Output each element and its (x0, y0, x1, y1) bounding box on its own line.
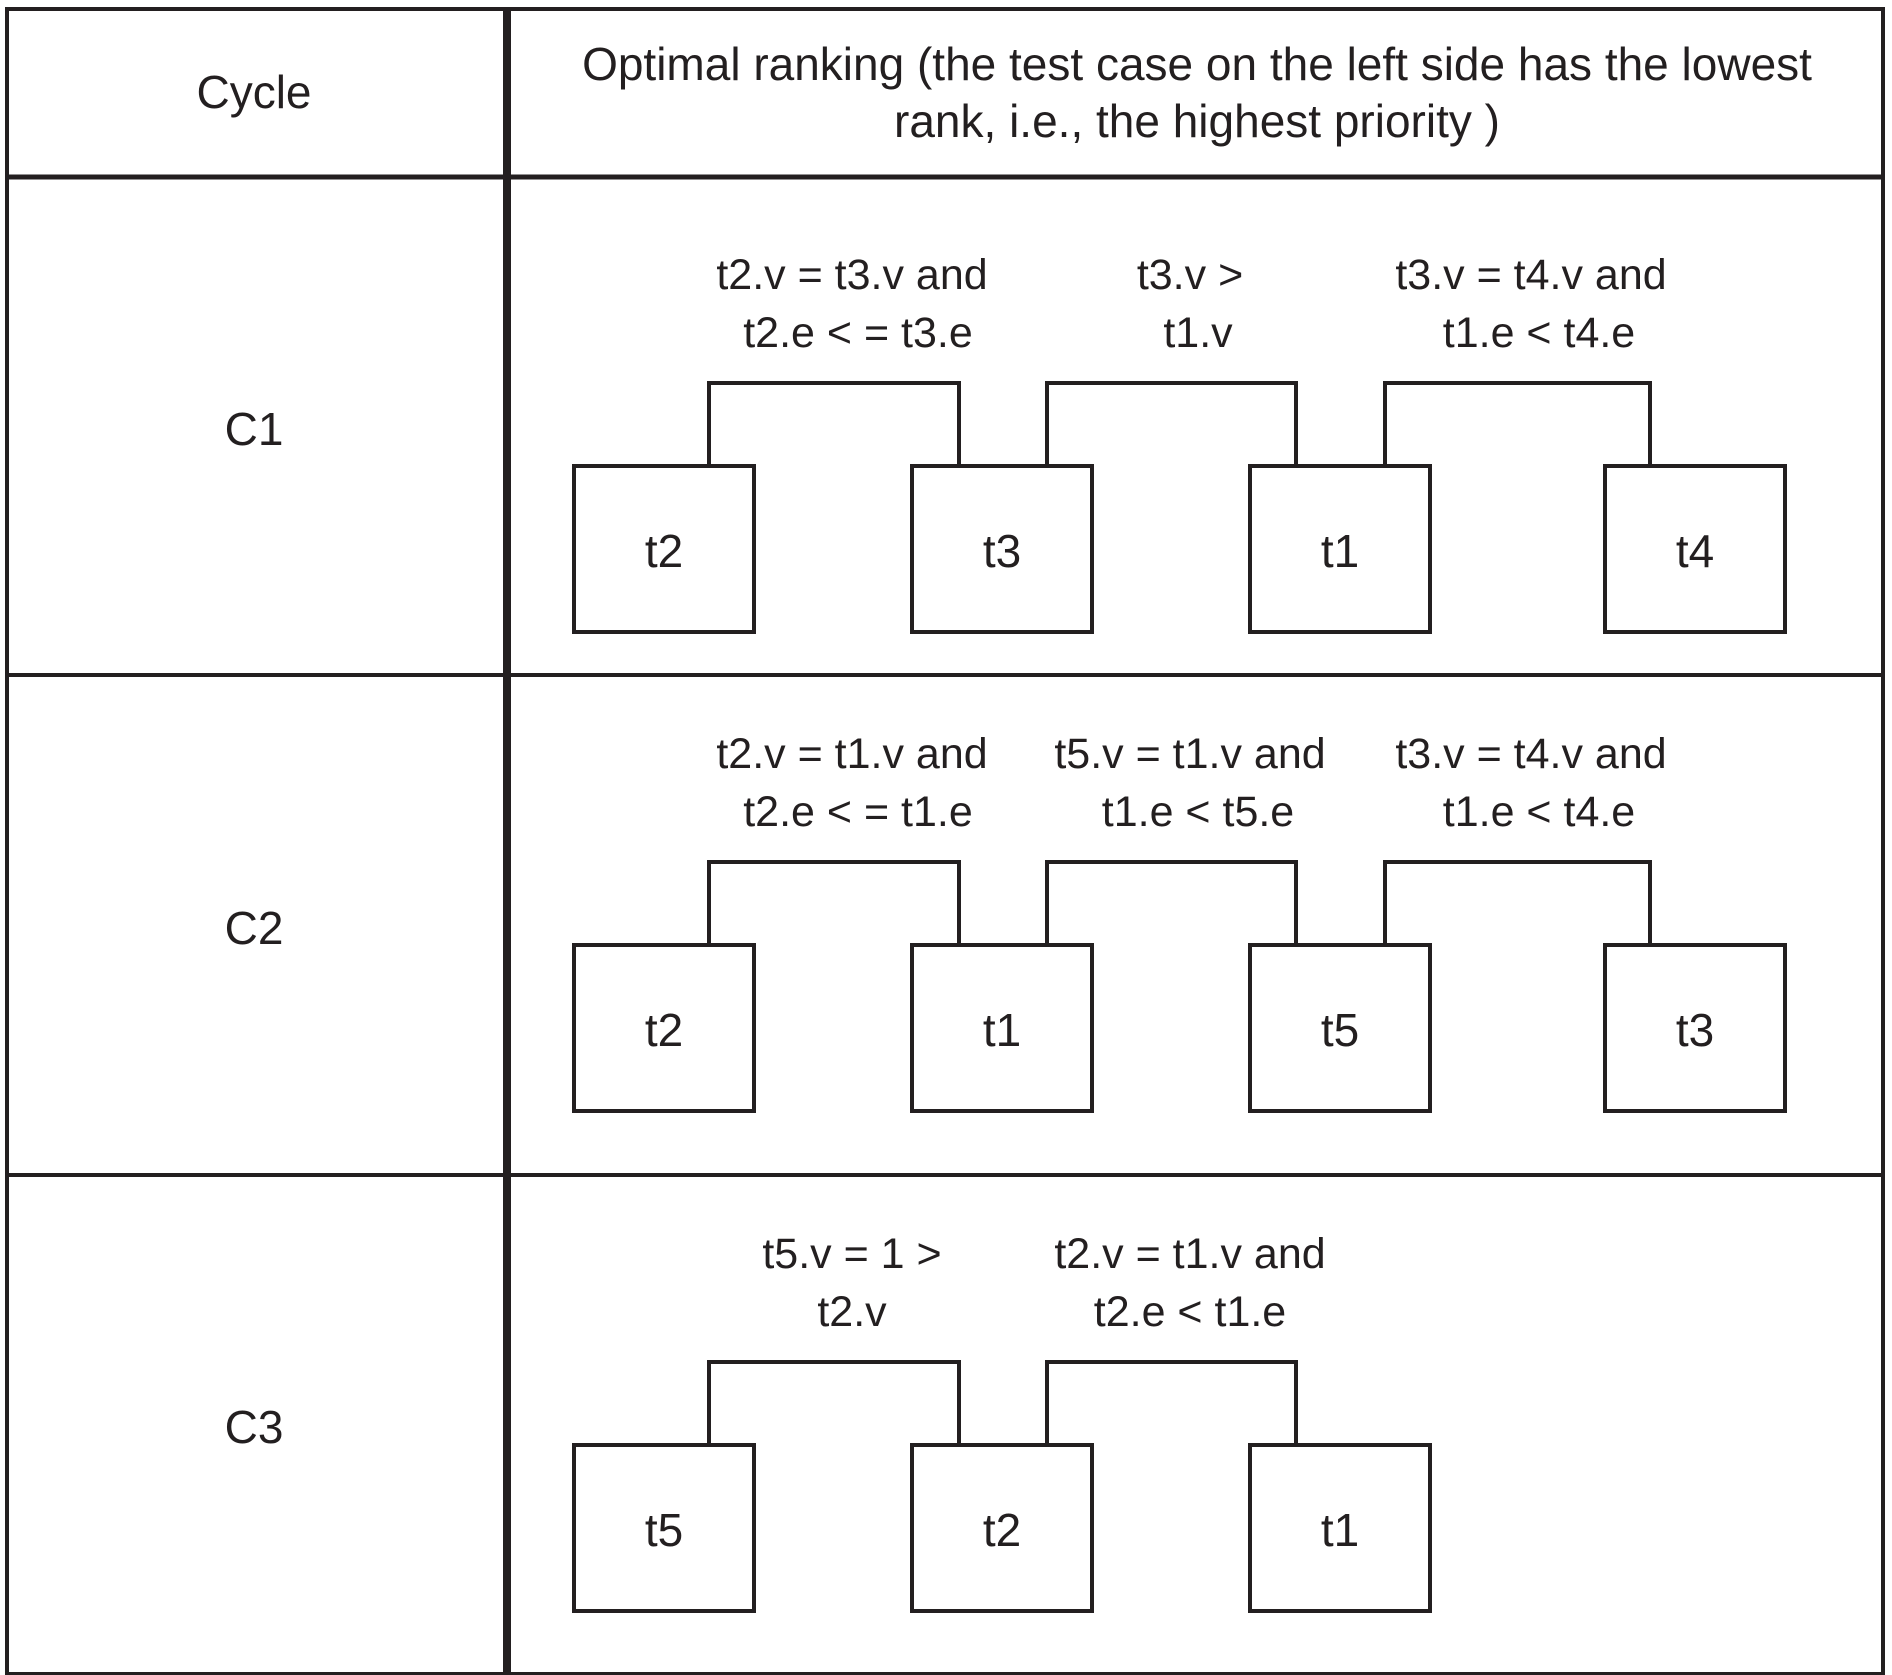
test-case-label: t5 (1321, 1004, 1359, 1056)
relation-label: t5.v = 1 > (762, 1230, 941, 1278)
relation-bracket (1045, 860, 1298, 945)
test-case-box: t5 (1248, 943, 1432, 1113)
test-case-box: t1 (1248, 464, 1432, 634)
test-case-label: t4 (1676, 525, 1714, 577)
cycle-row-c3: C3 t5 t2 t1 t5.v = 1 > t2.v t2.v = t1.v … (225, 1230, 1432, 1613)
test-case-label: t1 (1321, 525, 1359, 577)
relation-label: t1.e < t5.e (1102, 788, 1294, 836)
cycle-row-c1: C1 t2 t3 t1 t4 t2.v = t3.v and t2.e < = … (225, 251, 1787, 634)
test-case-label: t2 (983, 1504, 1021, 1556)
cycle-row-c2: C2 t2 t1 t5 t3 t2.v = t1.v and t2.e < = … (225, 730, 1787, 1113)
test-case-label: t2 (645, 1004, 683, 1056)
relation-label: t2.v = t1.v and (1054, 1230, 1325, 1278)
relation-label: t2.e < = t3.e (743, 309, 973, 357)
ranking-column-header-line1: Optimal ranking (the test case on the le… (582, 38, 1812, 90)
relation-label: t2.v (817, 1288, 887, 1336)
test-case-label: t3 (983, 525, 1021, 577)
test-case-label: t1 (983, 1004, 1021, 1056)
relation-label: t2.e < = t1.e (743, 788, 973, 836)
relation-label: t3.v = t4.v and (1395, 251, 1666, 299)
test-case-box: t1 (1248, 1443, 1432, 1613)
test-case-box: t3 (910, 464, 1094, 634)
relation-label: t2.v = t3.v and (716, 251, 987, 299)
cycle-label: C2 (225, 902, 284, 954)
test-case-label: t5 (645, 1504, 683, 1556)
cycle-label: C1 (225, 403, 284, 455)
relation-label: t3.v = t4.v and (1395, 730, 1666, 778)
relation-label: t2.e < t1.e (1094, 1288, 1286, 1336)
relation-label: t1.e < t4.e (1443, 309, 1635, 357)
relation-bracket (1383, 381, 1652, 466)
cycle-column-header: Cycle (196, 66, 311, 118)
cycle-label: C3 (225, 1401, 284, 1453)
relation-label: t2.v = t1.v and (716, 730, 987, 778)
test-case-box: t5 (572, 1443, 756, 1613)
relation-bracket (1045, 1360, 1298, 1445)
relation-bracket (707, 860, 961, 945)
table-border (5, 7, 1885, 1675)
ranking-column-header-line2: rank, i.e., the highest priority ) (894, 95, 1500, 147)
relation-label: t1.e < t4.e (1443, 788, 1635, 836)
relation-bracket (1045, 381, 1298, 466)
test-case-box: t2 (910, 1443, 1094, 1613)
test-case-label: t3 (1676, 1004, 1714, 1056)
relation-label: t5.v = t1.v and (1054, 730, 1325, 778)
test-case-label: t1 (1321, 1504, 1359, 1556)
relation-bracket (1383, 860, 1652, 945)
relation-label: t3.v > (1137, 251, 1243, 299)
table-grid (5, 7, 1885, 1675)
relation-bracket (707, 1360, 961, 1445)
test-case-box: t2 (572, 943, 756, 1113)
test-case-label: t2 (645, 525, 683, 577)
relation-label: t1.v (1163, 309, 1233, 357)
test-case-box: t3 (1603, 943, 1787, 1113)
test-case-box: t4 (1603, 464, 1787, 634)
relation-bracket (707, 381, 961, 466)
test-case-box: t1 (910, 943, 1094, 1113)
test-case-box: t2 (572, 464, 756, 634)
